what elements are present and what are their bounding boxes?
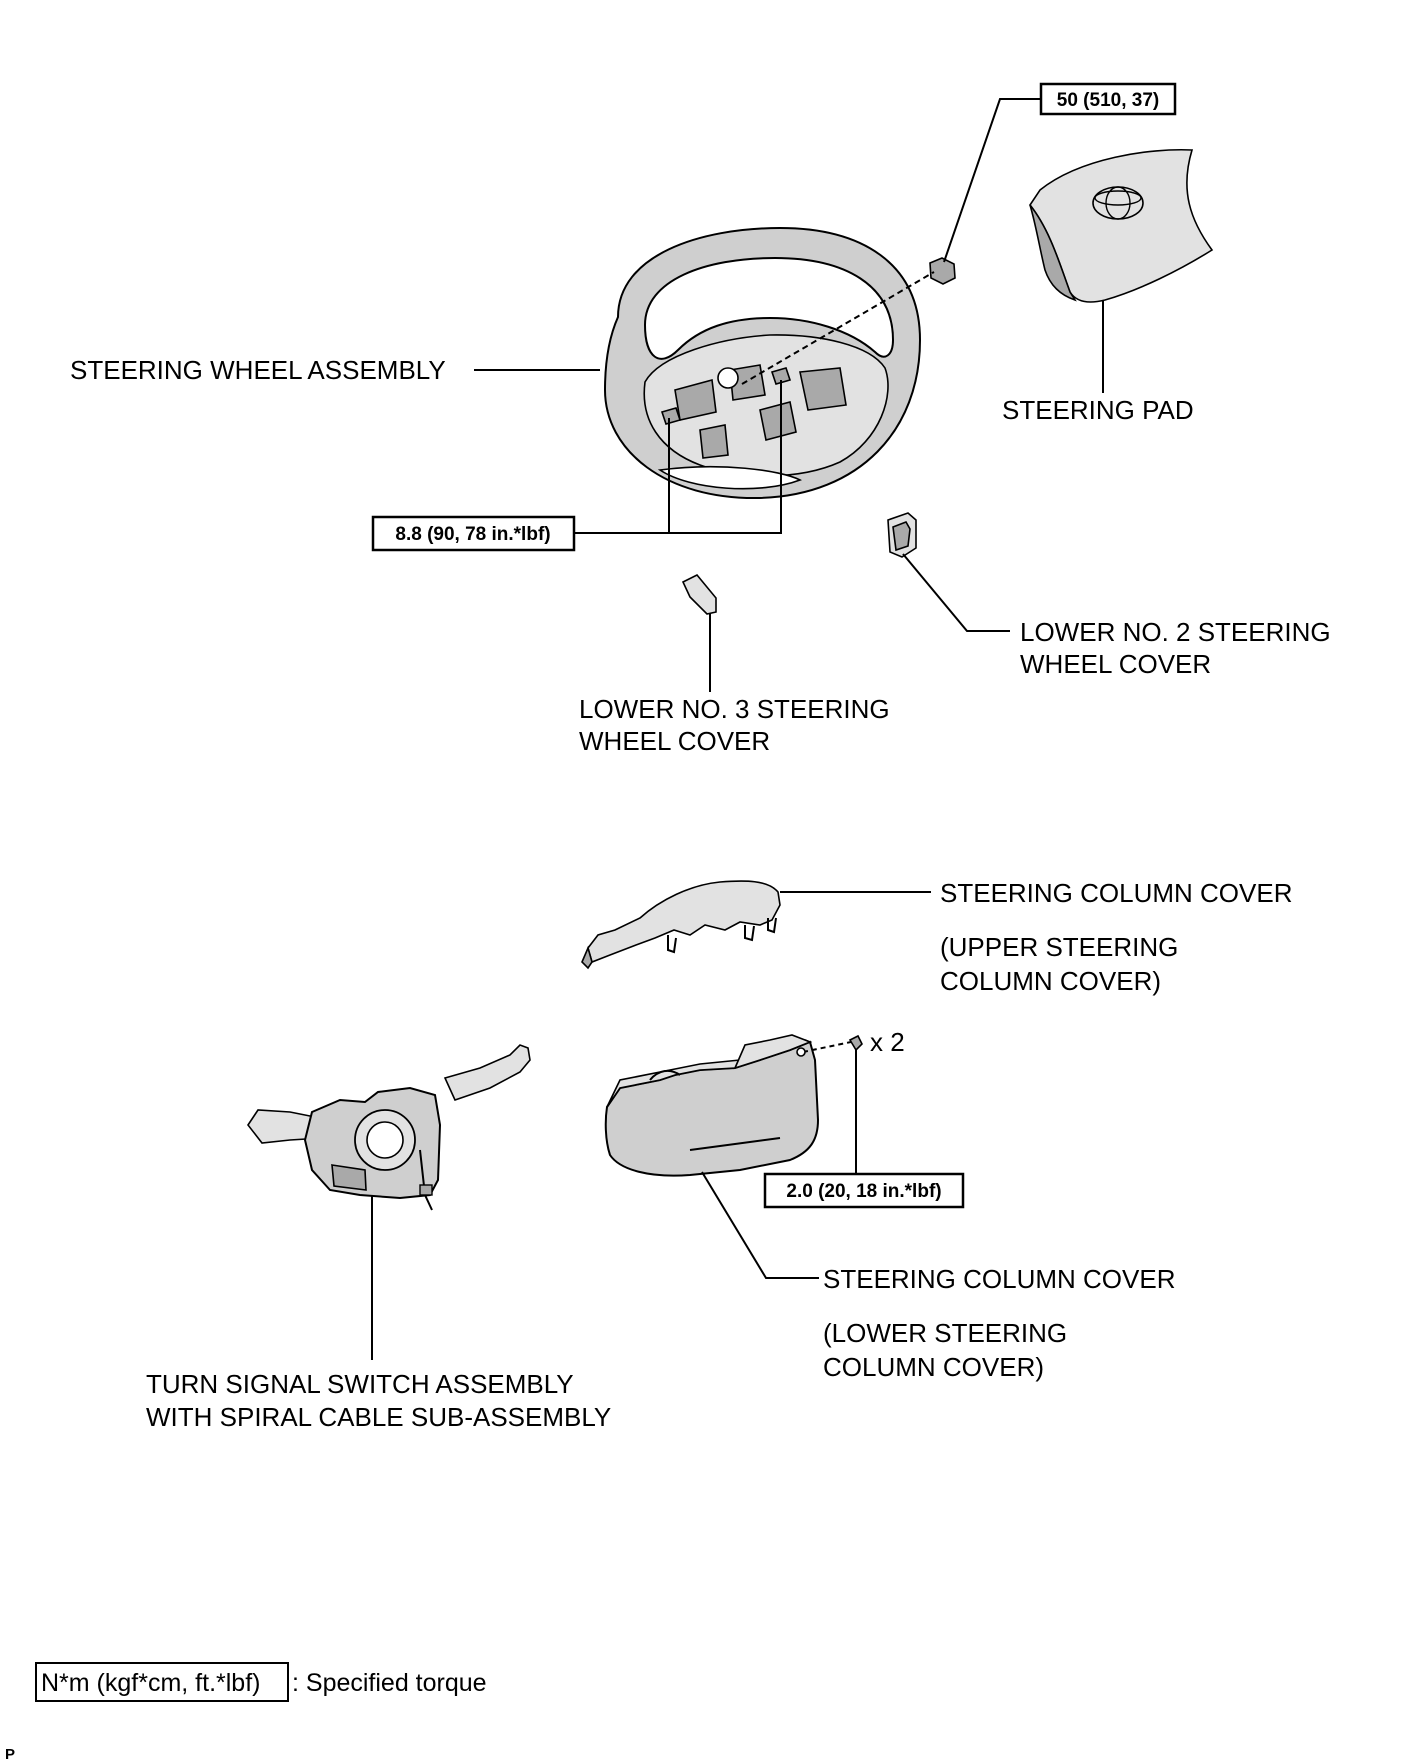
- label-steering-pad: STEERING PAD: [1002, 395, 1194, 425]
- steering-pad-illustration: [1029, 148, 1214, 303]
- lower-column-cover-illustration: [604, 1034, 820, 1177]
- label-lower-no3-line2: WHEEL COVER: [579, 726, 770, 756]
- label-upper-column-cover-line2: (UPPER STEERING: [940, 932, 1178, 962]
- label-lower-no2-line2: WHEEL COVER: [1020, 649, 1211, 679]
- torque-value-pad-screws: 8.8 (90, 78 in.*lbf): [395, 524, 550, 545]
- leader-lower-no2: [902, 553, 1010, 632]
- label-lower-column-cover-line3: COLUMN COVER): [823, 1352, 1044, 1382]
- leader-torque-pad-screws: [574, 380, 782, 534]
- torque-value-column-cover: 2.0 (20, 18 in.*lbf): [786, 1181, 941, 1202]
- torque-box-column-cover: 2.0 (20, 18 in.*lbf): [763, 1172, 965, 1209]
- upper-column-cover-illustration: [581, 880, 781, 970]
- label-turn-signal-line1: TURN SIGNAL SWITCH ASSEMBLY: [146, 1369, 574, 1399]
- torque-box-pad-screws: 8.8 (90, 78 in.*lbf): [371, 515, 576, 552]
- legend-description: : Specified torque: [292, 1669, 487, 1697]
- lower-no3-cover-illustration: [681, 573, 717, 615]
- torque-legend: N*m (kgf*cm, ft.*lbf) : Specified torque: [35, 1662, 487, 1702]
- label-quantity-x2: x 2: [870, 1027, 905, 1057]
- label-lower-no2-line1: LOWER NO. 2 STEERING: [1020, 617, 1331, 647]
- torque-value-nut: 50 (510, 37): [1057, 90, 1159, 111]
- label-lower-no3-line1: LOWER NO. 3 STEERING: [579, 694, 890, 724]
- corner-mark: P: [5, 1746, 15, 1763]
- leader-lower-column-cover: [701, 1171, 819, 1279]
- legend-unit-box: N*m (kgf*cm, ft.*lbf): [41, 1669, 260, 1697]
- pad-screw-icon-right: [770, 367, 792, 385]
- turn-signal-switch-illustration: [247, 1044, 531, 1211]
- column-cover-screw-icon: [848, 1034, 863, 1052]
- torque-box-nut: 50 (510, 37): [1039, 82, 1177, 116]
- label-lower-column-cover-line2: (LOWER STEERING: [823, 1318, 1067, 1348]
- pad-screw-icon-left: [660, 407, 682, 425]
- leader-torque-nut: [943, 98, 1041, 263]
- label-turn-signal-line2: WITH SPIRAL CABLE SUB-ASSEMBLY: [146, 1402, 611, 1432]
- label-upper-column-cover-line1: STEERING COLUMN COVER: [940, 878, 1293, 908]
- label-steering-wheel-assembly: STEERING WHEEL ASSEMBLY: [70, 355, 446, 385]
- steering-wheel-nut-icon: [929, 257, 956, 285]
- label-lower-column-cover-line1: STEERING COLUMN COVER: [823, 1264, 1176, 1294]
- label-upper-column-cover-line3: COLUMN COVER): [940, 966, 1161, 996]
- lower-no2-cover-illustration: [887, 512, 917, 558]
- steering-wheel-illustration: [603, 226, 922, 500]
